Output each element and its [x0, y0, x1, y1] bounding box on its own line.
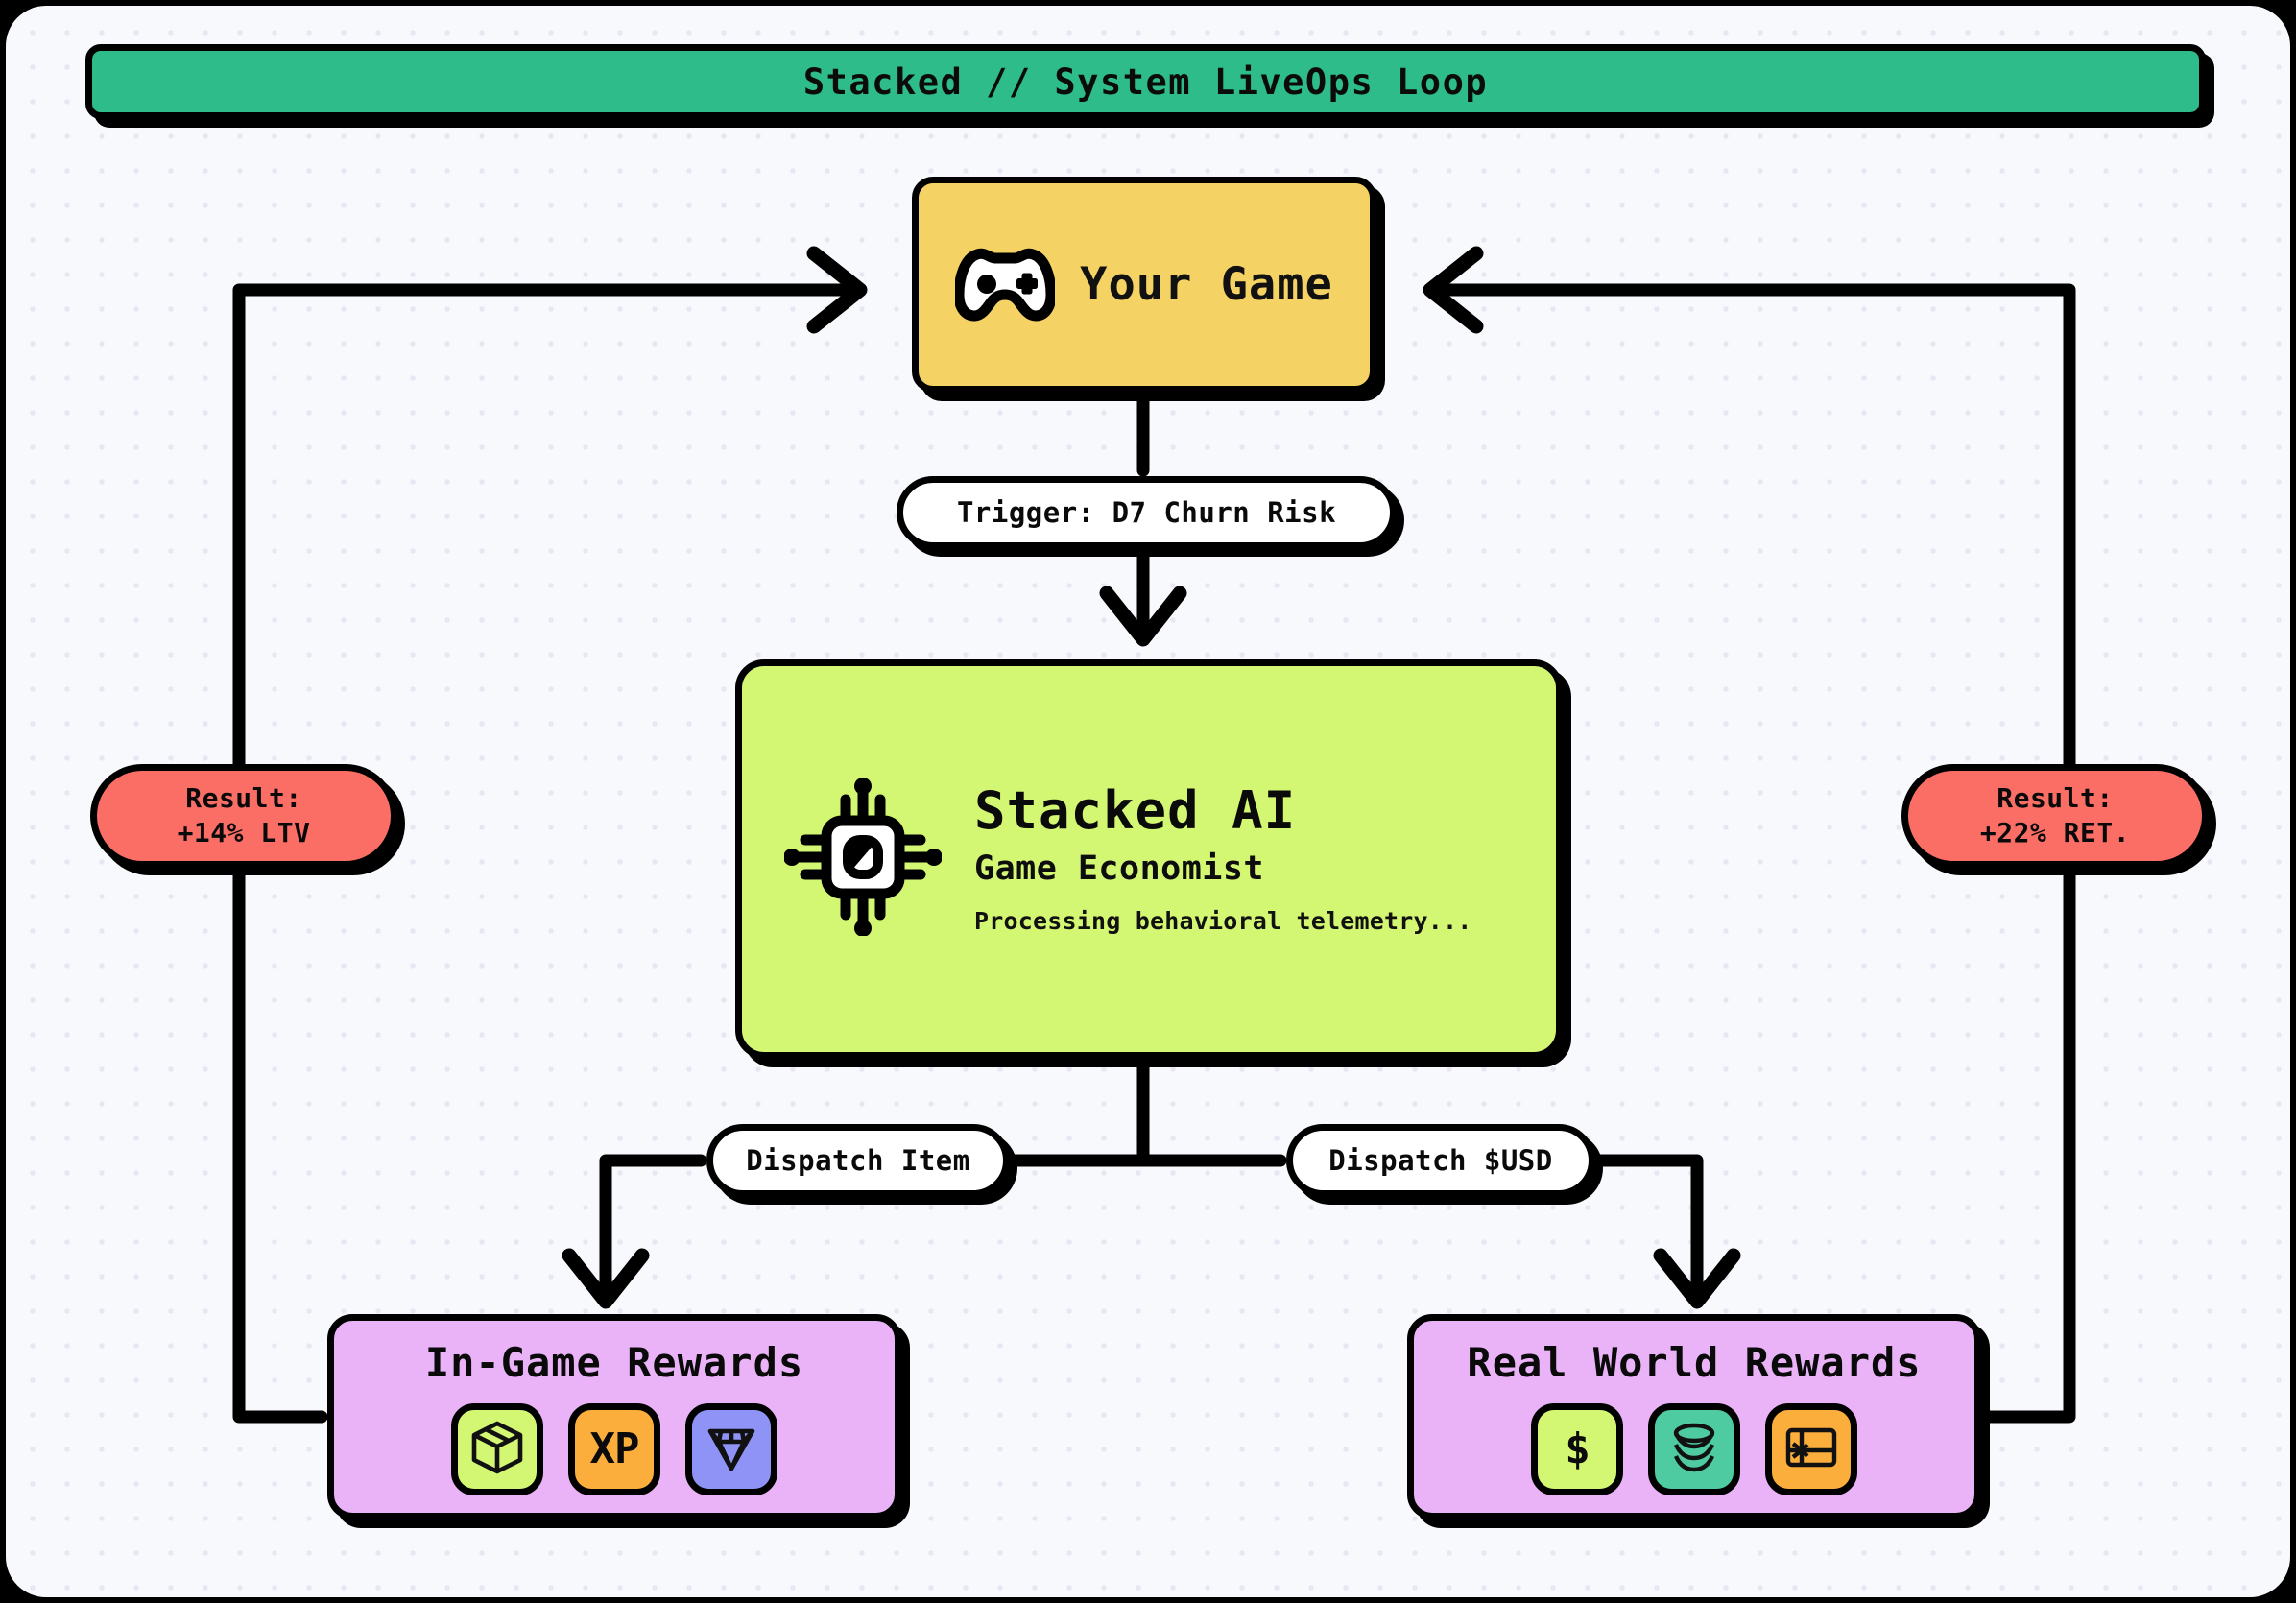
reward-tile-xp[interactable]: XP: [568, 1402, 660, 1495]
reward-tile-loot-box[interactable]: [451, 1402, 543, 1495]
node-realworld-rewards-title: Real World Rewards: [1467, 1338, 1922, 1386]
dollar-icon: $: [1565, 1424, 1590, 1473]
realworld-reward-tiles: $: [1531, 1402, 1857, 1495]
ingame-reward-tiles: XP: [451, 1402, 777, 1495]
status-badge-result-ltv: Result: +14% LTV: [90, 764, 397, 868]
node-stacked-ai-title: Stacked AI: [974, 780, 1297, 842]
node-ingame-rewards[interactable]: In-Game Rewards: [327, 1314, 901, 1519]
edge-label-trigger-text: Trigger: D7 Churn Risk: [956, 496, 1337, 529]
coin-stack-icon: [1665, 1419, 1723, 1480]
node-your-game-label: Your Game: [1080, 258, 1333, 311]
diagram-canvas: Stacked // System LiveOps Loop Your Game: [6, 6, 2290, 1597]
xp-icon: XP: [589, 1424, 640, 1473]
arrowhead-ai: [1099, 586, 1187, 647]
diagram-title-banner: Stacked // System LiveOps Loop: [85, 44, 2206, 119]
edge-label-dispatch-usd: Dispatch $USD: [1286, 1124, 1595, 1197]
reward-tile-dollar[interactable]: $: [1531, 1402, 1623, 1495]
result-ret-line2: +22% RET.: [1979, 817, 2131, 849]
status-badge-result-ret: Result: +22% RET.: [1901, 764, 2209, 868]
result-ret-line1: Result:: [1997, 782, 2114, 815]
wire-dispatch-item-down: [599, 1154, 707, 1308]
reward-tile-gem[interactable]: [685, 1402, 777, 1495]
reward-tile-gift-card[interactable]: [1765, 1402, 1857, 1495]
gamepad-icon: [953, 243, 1057, 327]
node-stacked-ai-status: Processing behavioral telemetry...: [974, 906, 1472, 935]
arrowhead-realworld: [1653, 1248, 1741, 1309]
arrowhead-ingame: [562, 1248, 650, 1309]
reward-tile-coin-stack[interactable]: [1648, 1402, 1740, 1495]
edge-label-dispatch-usd-text: Dispatch $USD: [1328, 1144, 1553, 1177]
node-realworld-rewards[interactable]: Real World Rewards $: [1407, 1314, 1981, 1519]
result-ltv-line2: +14% LTV: [177, 817, 311, 849]
edge-label-trigger: Trigger: D7 Churn Risk: [897, 476, 1397, 549]
gift-card-icon: [1782, 1419, 1840, 1480]
node-ingame-rewards-title: In-Game Rewards: [424, 1338, 804, 1386]
cpu-chip-icon: [783, 778, 943, 940]
wire-dispatch-usd-down: [1594, 1154, 1704, 1308]
result-ltv-line1: Result:: [185, 782, 302, 815]
gem-icon: [703, 1419, 760, 1480]
node-stacked-ai[interactable]: Stacked AI Game Economist Processing beh…: [735, 659, 1563, 1059]
loot-box-icon: [468, 1419, 526, 1480]
node-stacked-ai-role: Game Economist: [974, 849, 1265, 888]
edge-label-dispatch-item: Dispatch Item: [706, 1124, 1010, 1197]
arrowhead-feedback-left: [806, 246, 868, 334]
node-your-game[interactable]: Your Game: [912, 177, 1376, 393]
page-title: Stacked // System LiveOps Loop: [802, 60, 1489, 103]
arrowhead-feedback-right: [1423, 246, 1484, 334]
edge-label-dispatch-item-text: Dispatch Item: [746, 1144, 970, 1177]
